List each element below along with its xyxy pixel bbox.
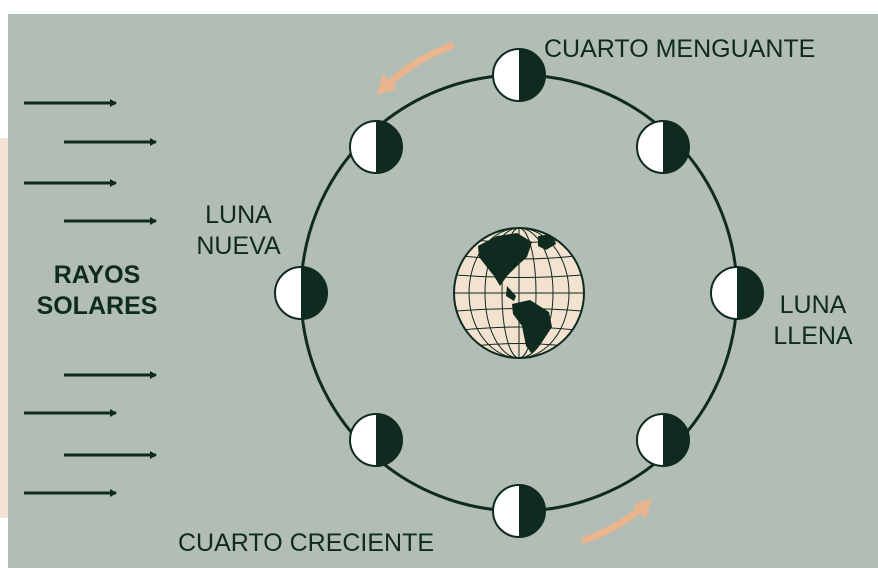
moon-full [710, 266, 764, 320]
full-moon-label: LUNA LLENA [773, 291, 853, 350]
earth-globe-icon [453, 227, 585, 359]
moon-waxing-bottom-left [349, 413, 403, 467]
sun-rays [24, 99, 157, 497]
orbit-direction-arrow-bottom [581, 498, 652, 544]
moon-waxing-bottom-right [636, 413, 690, 467]
moon-new [274, 266, 328, 320]
new-moon-label: LUNA NUEVA [196, 201, 281, 260]
moon-waning-top-right [636, 120, 690, 174]
moon-first-quarter [492, 484, 546, 538]
first-quarter-label: CUARTO CRECIENTE [178, 529, 435, 557]
orbit-direction-arrow-top [377, 42, 455, 95]
sun-rays-label: RAYOS SOLARES [36, 261, 158, 320]
left-edge-strip [0, 138, 8, 518]
moon-last-quarter [492, 48, 546, 102]
moon-waxing-crescent-top [349, 120, 403, 174]
last-quarter-label: CUARTO MENGUANTE [544, 35, 816, 63]
